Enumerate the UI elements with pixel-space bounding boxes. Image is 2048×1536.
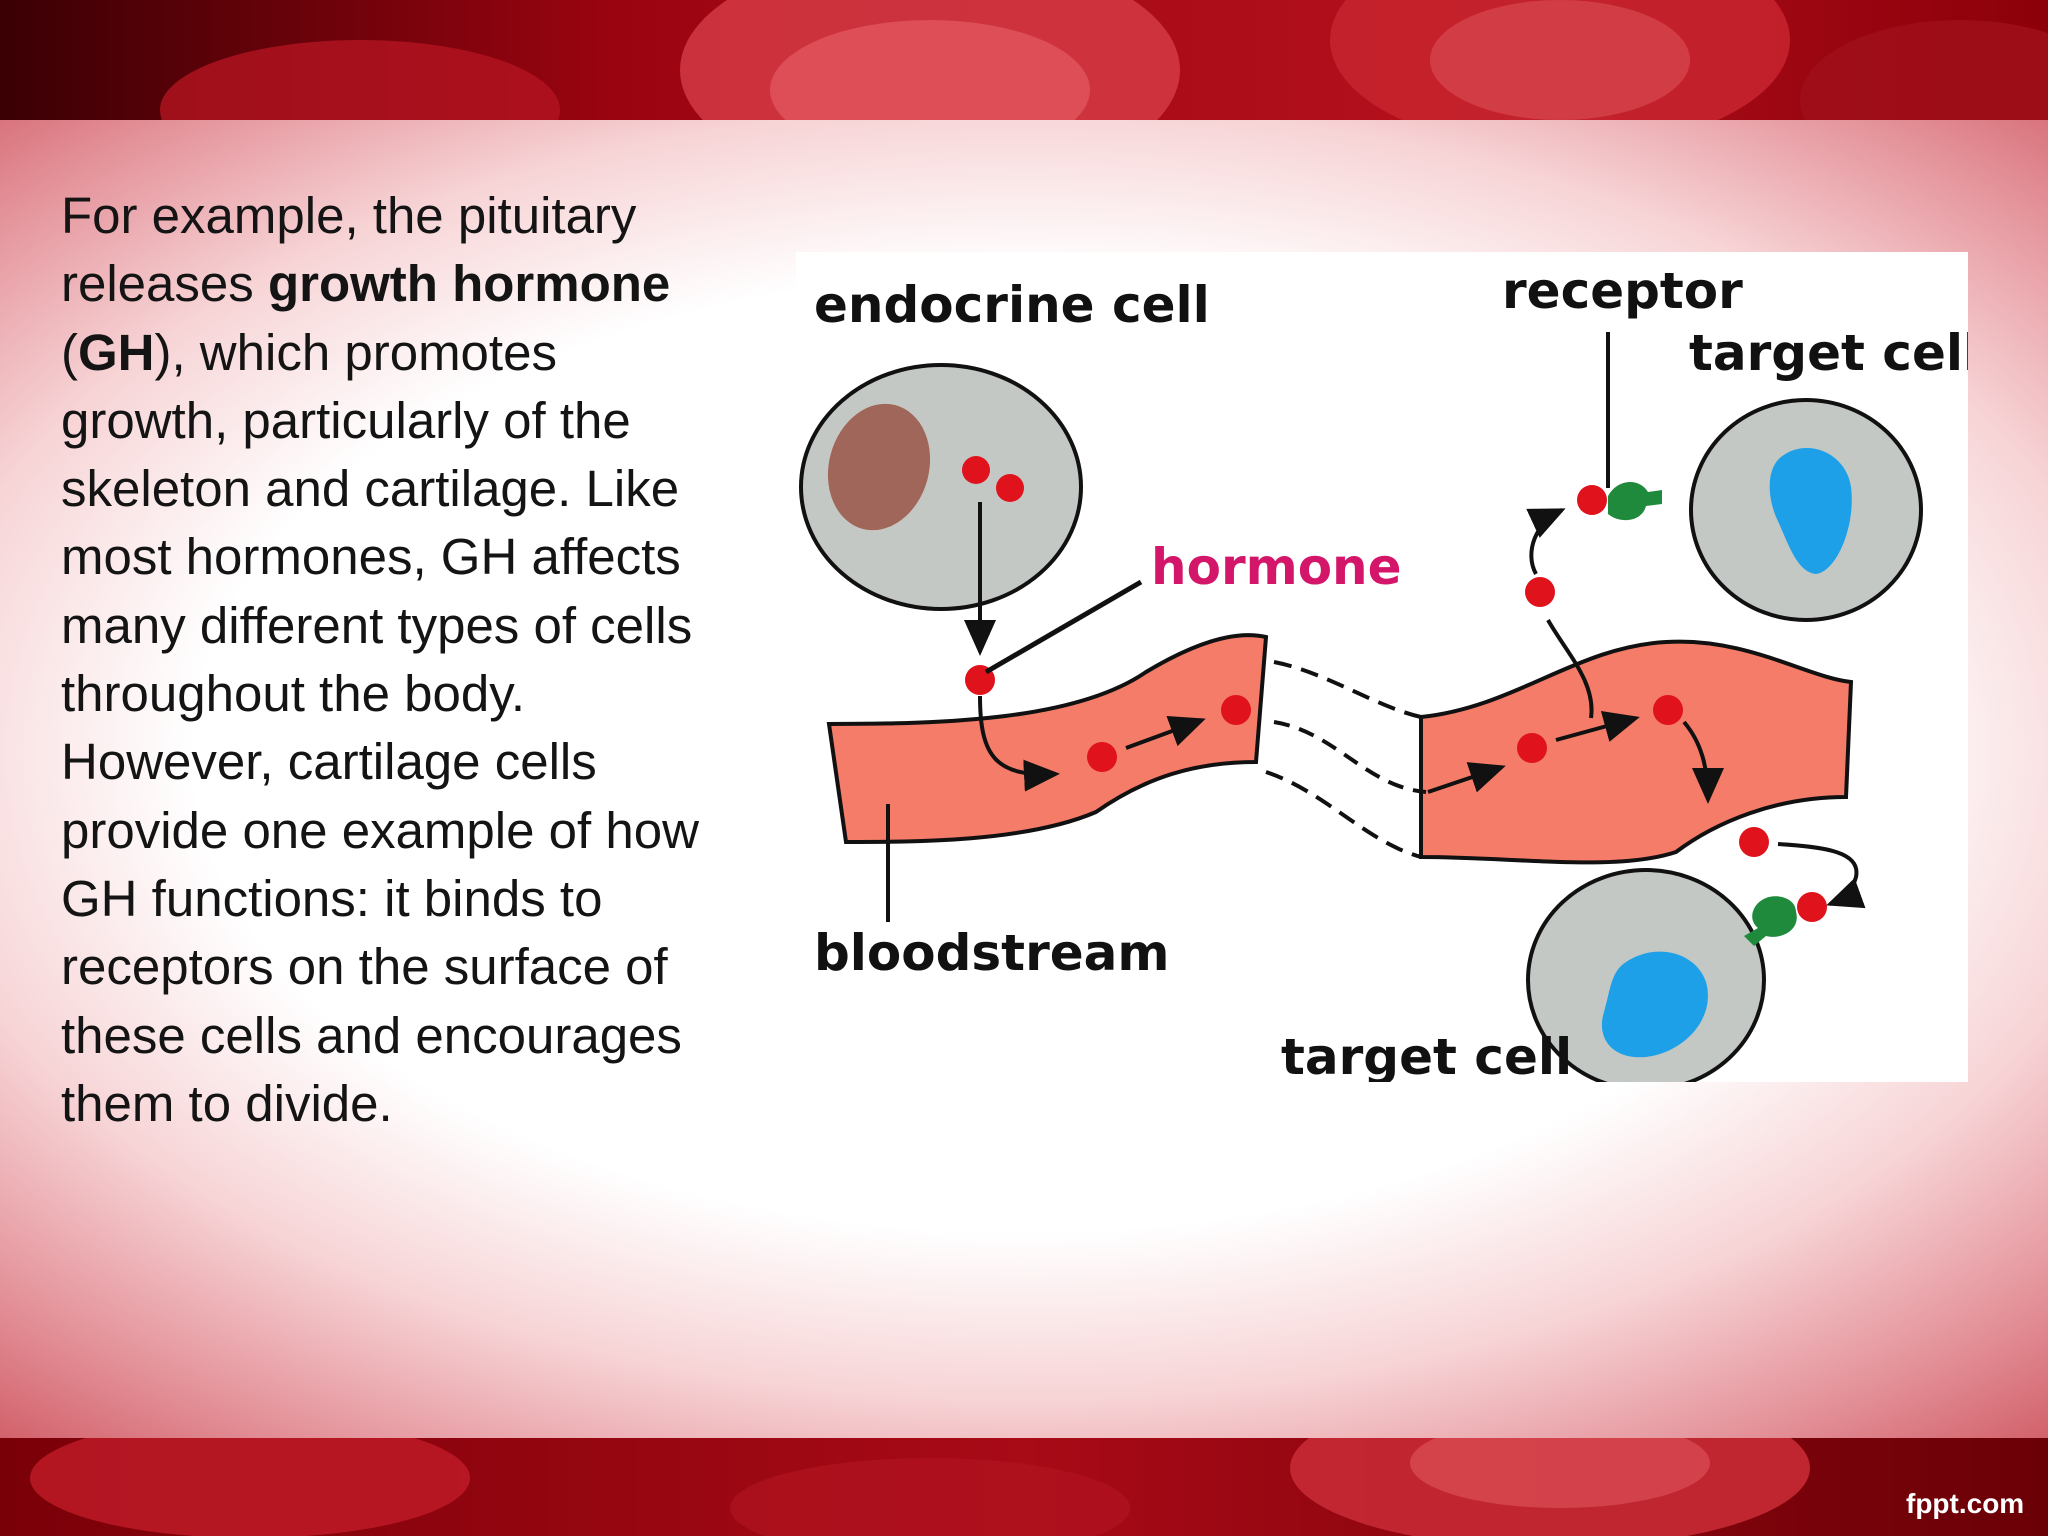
hormone-dot xyxy=(962,456,990,484)
top-decorative-band xyxy=(0,0,2048,120)
endocrine-nucleus xyxy=(827,403,931,531)
target-nucleus-bottom xyxy=(1601,951,1708,1058)
flow-arrow-down xyxy=(978,695,1060,792)
hormone-dot xyxy=(1797,892,1827,922)
label-target-cell-top: target cell xyxy=(1689,324,1968,382)
receptor-top xyxy=(1608,481,1662,521)
flow-arrow-right-mid xyxy=(1555,711,1640,742)
label-hormone: hormone xyxy=(1151,538,1402,596)
flow-arrow-mid-left xyxy=(1125,716,1206,750)
label-bloodstream: bloodstream xyxy=(814,924,1170,982)
hormone-dot xyxy=(1221,695,1251,725)
bloodstream-segment-left xyxy=(826,633,1269,845)
dashed-flow-center xyxy=(1273,720,1427,794)
arrow-to-receptor-bottom xyxy=(1777,842,1866,909)
paragraph-text-1: For example, the pituitary releases xyxy=(61,187,637,313)
label-receptor: receptor xyxy=(1502,262,1743,320)
dashed-vessel-top xyxy=(1273,660,1422,719)
label-endocrine-cell: endocrine cell xyxy=(814,276,1210,334)
arrow-to-receptor-top xyxy=(1526,508,1566,575)
hormone-dot xyxy=(1653,695,1683,725)
receptor-bottom xyxy=(1744,896,1797,946)
fppt-logo: fppt.com xyxy=(1906,1488,2025,1519)
body-paragraph: For example, the pituitary releases grow… xyxy=(61,182,721,1138)
label-target-cell-bottom: target cell xyxy=(1281,1028,1572,1082)
dashed-vessel-bottom xyxy=(1265,770,1422,859)
target-nucleus-top xyxy=(1769,448,1852,574)
hormone-dot xyxy=(1517,733,1547,763)
bloodstream-segment-right xyxy=(1419,639,1854,865)
arrow-to-bottom-vessel xyxy=(1682,720,1724,804)
hormone-diagram: endocrine cell receptor target cell horm… xyxy=(796,252,1968,1082)
hormone-dot xyxy=(1577,485,1607,515)
hormone-dot xyxy=(1739,827,1769,857)
hormone-dot xyxy=(996,474,1024,502)
hormone-dot xyxy=(1087,742,1117,772)
paragraph-text-2: ( xyxy=(61,323,78,381)
flow-arrow-right xyxy=(1427,762,1506,794)
branch-arrow-up xyxy=(1546,619,1594,719)
hormone-dot xyxy=(1525,577,1555,607)
bottom-decorative-band xyxy=(0,1438,2048,1536)
hormone-leader-line xyxy=(984,579,1143,675)
paragraph-bold-growth-hormone: growth hormone xyxy=(267,255,671,313)
paragraph-bold-gh: GH xyxy=(77,323,155,381)
paragraph-text-3: ), which promotes growth, particularly o… xyxy=(61,323,699,1132)
